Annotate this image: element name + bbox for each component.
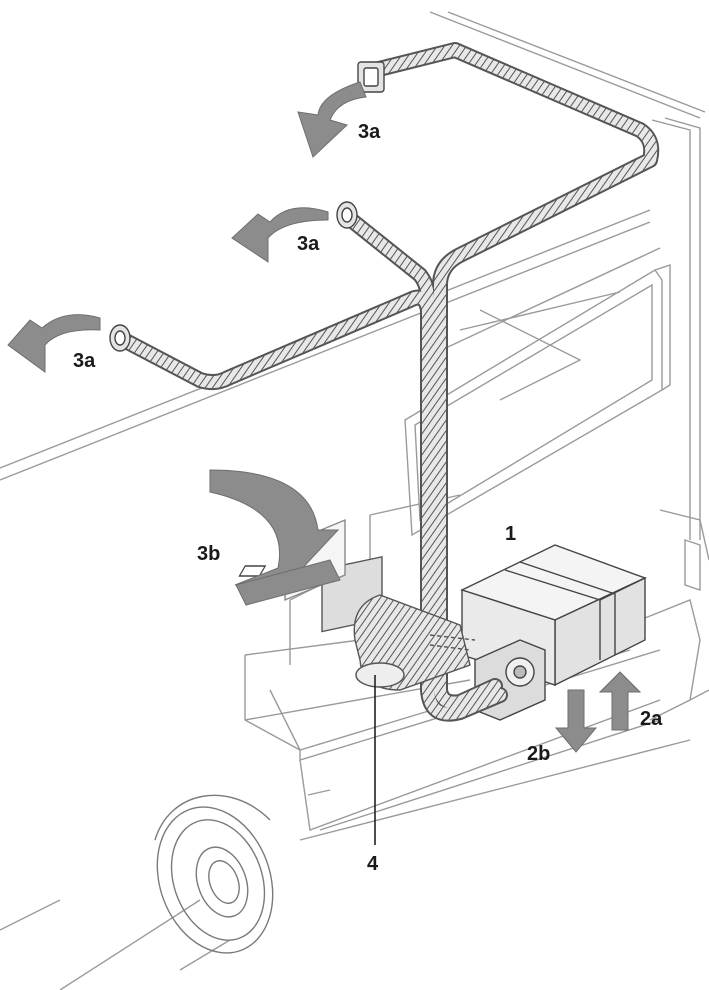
label-outlet-top: 3a: [358, 121, 381, 143]
label-exhaust-arrow: 2b: [527, 743, 550, 765]
intake-up-arrow: [598, 671, 642, 731]
wheel: [154, 794, 274, 954]
intake-duct: [321, 555, 476, 691]
label-intake-duct: 4: [367, 853, 379, 875]
flow-arrows: [7, 81, 642, 753]
outlet-nozzles: [109, 61, 385, 352]
label-intake-arrow: 2a: [640, 708, 663, 730]
label-outlet-middle: 3a: [297, 233, 320, 255]
air-ducts: [112, 42, 660, 722]
exhaust-down-arrow: [554, 689, 598, 753]
label-outlet-left: 3a: [73, 350, 96, 372]
label-unit: 1: [505, 523, 516, 545]
label-recirc-inlet: 3b: [197, 543, 220, 565]
outlet-middle-arrow: [231, 207, 329, 263]
outlet-left-arrow: [7, 314, 101, 373]
outlet-top-arrow: [297, 81, 367, 158]
vehicle-body: [0, 11, 709, 990]
